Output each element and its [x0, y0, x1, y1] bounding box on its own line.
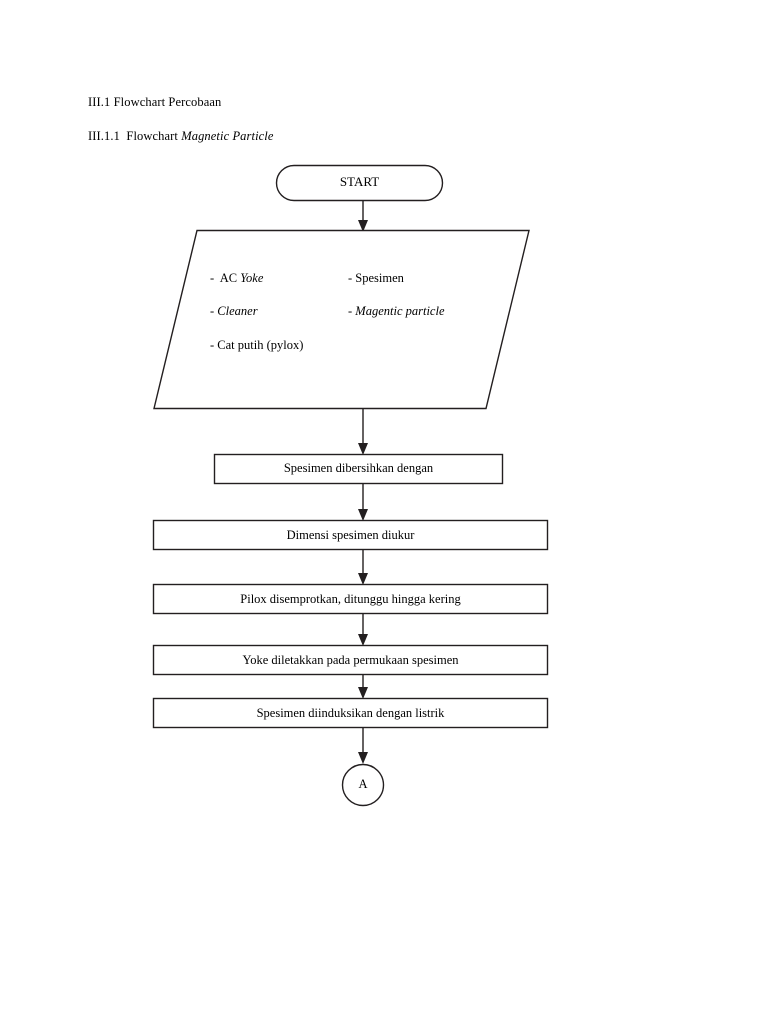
arrowhead-step-3-to-step-4 [358, 634, 368, 646]
start-label: START [339, 174, 380, 189]
arrowhead-step-1-to-step-2 [358, 509, 368, 521]
input-item-cleaner: - Cleaner [210, 303, 258, 319]
heading-1-text: Flowchart Percobaan [113, 95, 222, 109]
bullet-dash: - [210, 338, 215, 352]
process-step-1-label: Spesimen dibersihkan dengan [283, 461, 434, 475]
heading-2-text: Flowchart [126, 129, 182, 143]
heading-1-number: III.1 [88, 95, 111, 109]
arrowhead-input-to-step-1 [358, 443, 368, 455]
input-item-spesimen: - Spesimen [348, 270, 404, 286]
arrowhead-start-to-input [358, 220, 368, 232]
connector-a-shape [341, 763, 385, 807]
heading-2-number: III.1.1 [88, 129, 120, 143]
bullet-dash: - [210, 271, 215, 285]
bullet-dash: - [210, 304, 215, 318]
input-item-ac-yoke-italic: Yoke [240, 271, 264, 285]
input-item-magentic-particle-italic: Magentic particle [355, 304, 445, 318]
heading-section-iii-1-1: III.1.1 Flowchart Magnetic Particle [88, 128, 274, 144]
input-item-ac-yoke-text: AC [219, 271, 241, 285]
heading-section-iii-1: III.1 Flowchart Percobaan [88, 94, 221, 110]
process-step-2-shape [152, 519, 549, 551]
process-step-1-shape [213, 453, 504, 485]
input-item-ac-yoke: - AC Yoke [210, 270, 263, 286]
bullet-dash: - [348, 271, 353, 285]
input-parallelogram-shape [153, 229, 530, 410]
arrowhead-step-4-to-step-5 [358, 687, 368, 699]
process-step-3-label: Pilox disemprotkan, ditunggu hingga keri… [240, 592, 461, 606]
process-step-5-shape [152, 697, 549, 729]
process-step-4-shape [152, 644, 549, 676]
bullet-dash: - [348, 304, 353, 318]
input-item-cat-putih: - Cat putih (pylox) [210, 337, 303, 353]
input-item-cat-putih-text: Cat putih (pylox) [217, 338, 304, 352]
connector-a-label: A [358, 777, 368, 791]
arrowhead-step-5-to-connector-a [358, 752, 368, 764]
input-item-cleaner-italic: Cleaner [217, 304, 258, 318]
heading-2-text-italic: Magnetic Particle [181, 129, 274, 143]
input-item-magentic-particle: - Magentic particle [348, 303, 445, 319]
process-step-3-shape [152, 583, 549, 615]
start-terminator-shape [275, 164, 444, 202]
arrowhead-step-2-to-step-3 [358, 573, 368, 585]
process-step-2-label: Dimensi spesimen diukur [286, 528, 415, 542]
input-item-spesimen-text: Spesimen [355, 271, 404, 285]
process-step-4-label: Yoke diletakkan pada permukaan spesimen [242, 653, 459, 667]
process-step-5-label: Spesimen diinduksikan dengan listrik [256, 706, 445, 720]
